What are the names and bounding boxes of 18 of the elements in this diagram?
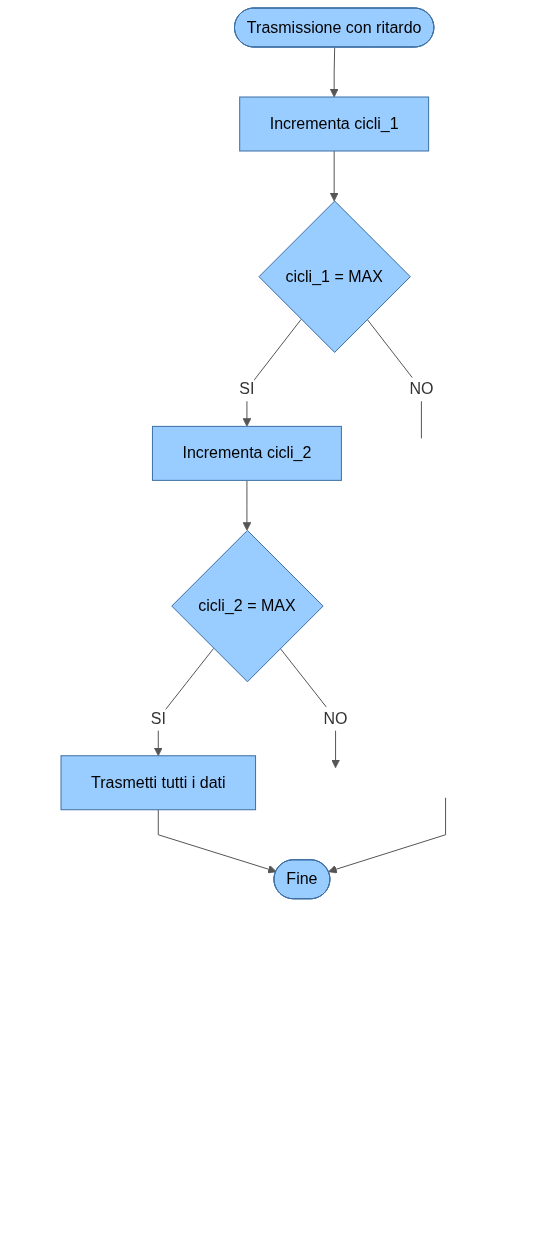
arrow <box>242 318 302 427</box>
arrow <box>329 150 339 202</box>
edge-label: SI <box>239 380 255 398</box>
arrow <box>327 797 446 874</box>
node-box: Incrementa cicli_1 <box>238 96 429 152</box>
arrow <box>157 809 277 874</box>
arrow <box>242 479 252 531</box>
edge-label: SI <box>150 709 166 727</box>
node-diamond: cicli_1 = MAX <box>258 200 411 353</box>
arrow <box>279 647 340 769</box>
edge-label: NO <box>409 380 434 398</box>
edge-label: NO <box>323 709 348 727</box>
arrow <box>329 47 339 98</box>
connector <box>366 318 422 439</box>
node-box: Trasmetti tutti i dati <box>60 755 256 811</box>
node-diamond: cicli_2 = MAX <box>170 529 324 683</box>
node-box: Incrementa cicli_2 <box>151 425 342 481</box>
arrow <box>153 647 214 757</box>
